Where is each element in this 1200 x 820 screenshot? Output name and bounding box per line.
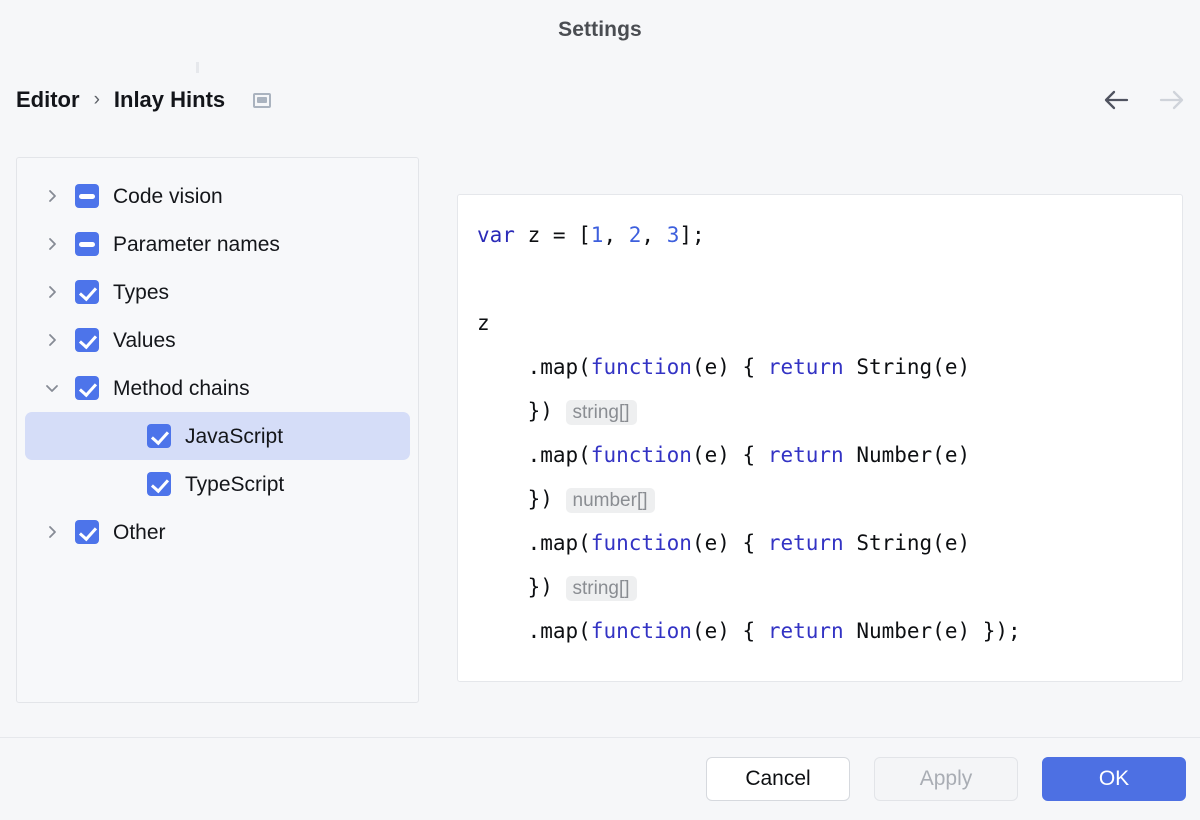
tree-item-label: Other [113,520,166,544]
code-line: z [477,301,1182,345]
code-token: var [477,223,515,247]
breadcrumb: Editor › Inlay Hints [16,82,272,118]
divider-mark [196,62,199,73]
dialog-footer: Cancel Apply OK [0,738,1186,820]
breadcrumb-row: Editor › Inlay Hints [16,62,1186,118]
tree-item-values[interactable]: Values [25,316,410,364]
code-token: (e) { [691,531,768,555]
checkbox-other[interactable] [75,520,99,544]
breadcrumb-separator: › [93,88,100,110]
code-token: return [767,355,844,379]
tree-item-types[interactable]: Types [25,268,410,316]
navigation-arrows [1102,82,1186,118]
code-token: Number(e) }); [843,619,1021,643]
apply-button: Apply [874,757,1018,801]
code-token: (e) { [691,443,768,467]
ok-button[interactable]: OK [1042,757,1186,801]
inlay-hint-badge: number[] [565,488,655,513]
tree-item-label: Code vision [113,184,223,208]
code-line: var z = [1, 2, 3]; [477,213,1182,257]
code-token: return [767,531,844,555]
code-token: .map( [477,443,591,467]
code-token: .map( [477,531,591,555]
breadcrumb-root[interactable]: Editor [16,87,80,112]
code-line: }) string[] [477,389,1182,433]
checkbox-parameter-names[interactable] [75,232,99,256]
code-line: .map(function(e) { return Number(e) [477,433,1182,477]
code-token: return [767,619,844,643]
checkbox-types[interactable] [75,280,99,304]
tree-item-label: Parameter names [113,232,280,256]
code-preview-panel: var z = [1, 2, 3]; z .map(function(e) { … [457,194,1183,682]
code-token: (e) { [691,619,768,643]
code-preview: var z = [1, 2, 3]; z .map(function(e) { … [458,213,1182,653]
tree-item-javascript[interactable]: JavaScript [25,412,410,460]
tree-item-label: JavaScript [185,424,284,448]
code-token: function [590,443,692,467]
code-token: z [477,311,490,335]
code-token: 1 [590,223,604,247]
chevron-down-icon[interactable] [41,377,63,399]
code-token: String(e) [843,355,971,379]
code-token: z = [ [514,223,591,247]
chevron-right-icon[interactable] [41,329,63,351]
code-token: function [590,619,692,643]
code-line: }) number[] [477,477,1182,521]
footer-divider [0,737,1200,738]
chevron-right-icon[interactable] [41,185,63,207]
code-token: .map( [477,619,591,643]
code-line [477,257,1182,301]
cancel-button[interactable]: Cancel [706,757,850,801]
tree-item-typescript[interactable]: TypeScript [25,460,410,508]
code-token: function [590,355,692,379]
tree-item-code-vision[interactable]: Code vision [25,172,410,220]
checkbox-values[interactable] [75,328,99,352]
code-token: 3 [666,223,680,247]
code-token: ]; [679,223,705,247]
code-token: , [603,223,629,247]
code-line: }) string[] [477,565,1182,609]
inlay-hint-badge: string[] [565,576,637,601]
tree-item-label: Values [113,328,176,352]
code-token: return [767,443,844,467]
chevron-right-icon[interactable] [41,521,63,543]
tree-item-label: Types [113,280,170,304]
code-line: .map(function(e) { return String(e) [477,521,1182,565]
arrow-left-icon[interactable] [1102,89,1130,111]
code-token: String(e) [843,531,971,555]
chevron-right-icon[interactable] [41,281,63,303]
code-token: .map( [477,355,591,379]
checkbox-javascript[interactable] [147,424,171,448]
checkbox-typescript[interactable] [147,472,171,496]
panel-icon[interactable] [253,92,272,108]
chevron-right-icon[interactable] [41,233,63,255]
tree-item-method-chains[interactable]: Method chains [25,364,410,412]
page-title: Settings [558,18,642,41]
code-token: (e) { [691,355,768,379]
code-token: }) [477,575,566,599]
code-token: }) [477,487,566,511]
code-token: 2 [628,223,642,247]
code-token: Number(e) [843,443,971,467]
checkbox-code-vision[interactable] [75,184,99,208]
code-token: function [590,531,692,555]
checkbox-method-chains[interactable] [75,376,99,400]
code-token: }) [477,399,566,423]
tree-item-label: Method chains [113,376,250,400]
breadcrumb-leaf[interactable]: Inlay Hints [113,87,226,112]
inlay-hint-badge: string[] [565,400,637,425]
code-line: .map(function(e) { return Number(e) }); [477,609,1182,653]
code-line: .map(function(e) { return String(e) [477,345,1182,389]
tree-item-other[interactable]: Other [25,508,410,556]
arrow-right-icon [1158,89,1186,111]
tree-item-parameter-names[interactable]: Parameter names [25,220,410,268]
code-token: , [641,223,667,247]
tree-item-label: TypeScript [185,472,285,496]
